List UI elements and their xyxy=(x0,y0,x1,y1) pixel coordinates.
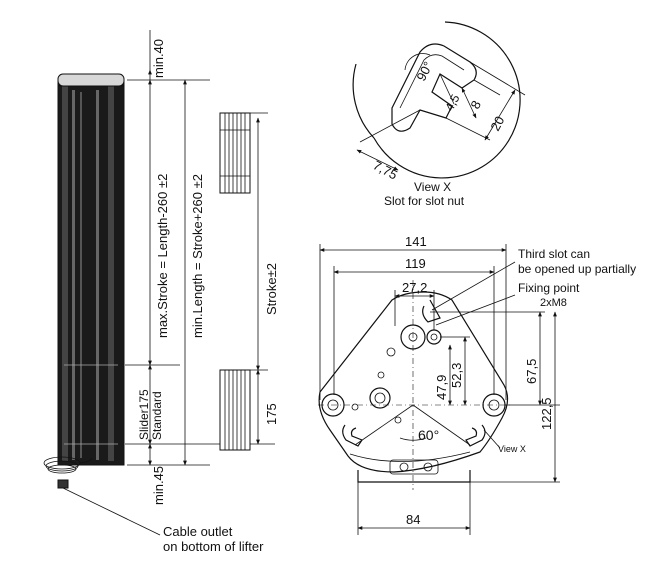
view-x-dim-7-75: 7,75 xyxy=(371,157,400,182)
dim-min-bottom: min.45 xyxy=(151,466,166,505)
dim-67-5: 67,5 xyxy=(524,359,539,384)
view-x-dim-20: 20 xyxy=(487,114,507,134)
dim-min-top: min.40 xyxy=(151,39,166,78)
dim-175: 175 xyxy=(264,403,279,425)
note-third-slot-line1: Third slot can xyxy=(518,247,590,261)
note-fixing-point: Fixing point xyxy=(518,281,580,295)
cable-label-line1: Cable outlet xyxy=(163,524,233,539)
angle-60: 60° xyxy=(418,427,439,443)
dim-119: 119 xyxy=(405,256,426,271)
view-x-caption-line2: Slot for slot nut xyxy=(384,194,465,208)
view-x-detail xyxy=(352,21,526,179)
view-x-caption-line1: View X xyxy=(414,180,451,194)
dim-slider-line1: Slider175 xyxy=(137,389,151,440)
column-dimension-lines xyxy=(125,30,275,466)
view-x-dim-4-5: 4,5 xyxy=(442,92,462,114)
dim-27-2: 27,2 xyxy=(402,280,427,295)
dim-52-3: 52,3 xyxy=(449,363,464,388)
dim-min-length: min.Length = Stroke+260 ±2 xyxy=(190,174,205,338)
dim-141: 141 xyxy=(405,234,427,249)
lifter-column xyxy=(57,73,125,466)
bottom-view-dimension-lines xyxy=(319,244,560,535)
view-x-marker: View X xyxy=(498,444,526,454)
note-third-slot-line2: be opened up partially xyxy=(518,262,636,276)
note-fixing-spec: 2xM8 xyxy=(540,297,567,309)
view-x-angle: 90° xyxy=(413,59,435,83)
cable-label-line2: on bottom of lifter xyxy=(163,539,264,554)
dim-47-9: 47,9 xyxy=(434,375,449,400)
slider-top xyxy=(219,112,251,194)
dim-84: 84 xyxy=(406,512,420,527)
dim-stroke: Stroke±2 xyxy=(264,263,279,315)
dim-slider-line2: Standard xyxy=(150,391,164,440)
dim-122-5: 122,5 xyxy=(539,397,554,430)
slider-bottom xyxy=(219,369,251,451)
cable xyxy=(43,456,161,536)
view-x-dim-8: 8 xyxy=(467,98,484,111)
bottom-view-plate xyxy=(318,291,509,483)
dim-max-stroke: max.Stroke = Length-260 ±2 xyxy=(155,174,170,338)
